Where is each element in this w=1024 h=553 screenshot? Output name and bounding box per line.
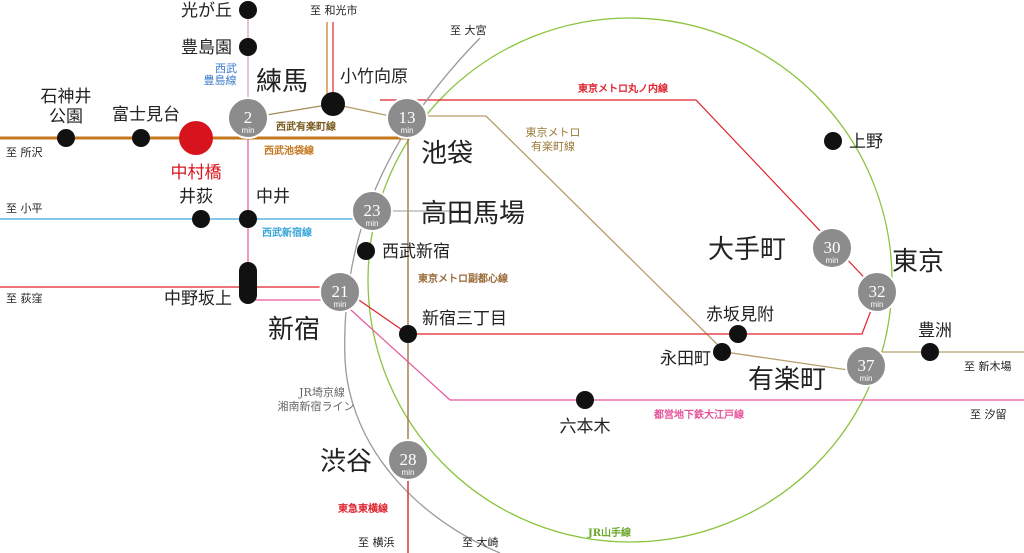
- dir-yokohama: 至 横浜: [358, 535, 395, 549]
- badge-otemachi[interactable]: 30 min: [811, 227, 853, 269]
- station-nagatacho[interactable]: [713, 343, 731, 361]
- badge-ikebukuro[interactable]: 13 min: [386, 97, 428, 139]
- label-yamanote: JR山手線: [587, 526, 631, 539]
- badge-nerima[interactable]: 2 min: [227, 97, 269, 139]
- dir-kodaira: 至 小平: [6, 202, 43, 215]
- station-kotakemukaihara[interactable]: [321, 92, 345, 116]
- label-ueno: 上野: [849, 132, 883, 152]
- badge-takadanobaba[interactable]: 23 min: [351, 190, 393, 232]
- badge-tokyo-min: 32: [869, 282, 886, 301]
- label-shibuya: 渋谷: [320, 447, 372, 477]
- label-saikyo-2: 湘南新宿ライン: [278, 399, 355, 413]
- label-metro-yurakucho-2: 有楽町線: [531, 139, 575, 153]
- label-shinjuku: 新宿: [268, 315, 320, 345]
- badge-shibuya-unit: min: [402, 468, 415, 477]
- label-metro-yurakucho-1: 東京メトロ: [526, 125, 581, 139]
- station-shinjukusanchome[interactable]: [399, 325, 417, 343]
- badge-tokyo[interactable]: 32 min: [856, 271, 898, 313]
- dir-shinkiba: 至 新木場: [964, 359, 1012, 373]
- label-seibu-shinjuku: 西武新宿線: [262, 226, 312, 239]
- oedo-line: [248, 299, 1024, 401]
- badge-shinjuku-min: 21: [332, 282, 349, 301]
- label-yurakucho: 有楽町: [748, 365, 826, 395]
- station-seibushinjuku[interactable]: [357, 242, 375, 260]
- label-fujimidai: 富士見台: [112, 105, 180, 125]
- label-toshimaen: 豊島園: [181, 38, 232, 58]
- label-nakamurabashi: 中村橋: [171, 163, 222, 183]
- station-nakai[interactable]: [239, 210, 257, 228]
- badge-otemachi-min: 30: [824, 238, 841, 257]
- time-badges: 2 min 13 min 23 min 21 min 28 min 30 min: [227, 97, 898, 481]
- badge-nerima-unit: min: [242, 126, 255, 135]
- label-saikyo-1: JR埼京線: [298, 385, 345, 399]
- badge-shinjuku[interactable]: 21 min: [319, 271, 361, 313]
- station-fujimidai[interactable]: [132, 129, 150, 147]
- label-otemachi: 大手町: [708, 235, 786, 265]
- label-shinjukusanchome: 新宿三丁目: [422, 309, 507, 329]
- label-shakujiikoen-2: 公園: [49, 107, 83, 127]
- label-nakanosakaue: 中野坂上: [164, 289, 232, 309]
- label-tokyo: 東京: [892, 247, 944, 277]
- label-ikebukuro: 池袋: [421, 139, 473, 169]
- dir-shiodome: 至 汐留: [970, 407, 1007, 421]
- station-nakanosakaue[interactable]: [239, 262, 257, 304]
- label-seibu-toshima-2: 豊島線: [204, 73, 237, 87]
- label-marunouchi: 東京メトロ丸ノ内線: [578, 82, 668, 95]
- dir-osaki: 至 大崎: [462, 535, 499, 549]
- badge-takadanobaba-unit: min: [366, 219, 379, 228]
- label-seibu-yurakucho: 西武有楽町線: [276, 120, 336, 133]
- badge-yurakucho-unit: min: [860, 374, 873, 383]
- line-labels: 西武 豊島線 西武有楽町線 西武池袋線 西武新宿線 東京メトロ丸ノ内線 東京メト…: [204, 62, 745, 539]
- badge-shibuya[interactable]: 28 min: [387, 439, 429, 481]
- metro-yurakucho-line: [332, 103, 863, 373]
- label-shakujiikoen-1: 石神井: [41, 87, 92, 107]
- badge-tokyo-unit: min: [871, 300, 884, 309]
- station-labels: 光が丘 豊島園 練馬 小竹向原 池袋 石神井 公園 富士見台 中村橋 井荻 中井…: [41, 1, 953, 477]
- badge-shinjuku-unit: min: [334, 300, 347, 309]
- dir-omiya: 至 大宮: [450, 23, 487, 37]
- station-dots: [57, 1, 939, 409]
- label-nerima: 練馬: [256, 67, 308, 97]
- label-igusa: 井荻: [179, 187, 213, 207]
- label-kotakemukaihara: 小竹向原: [340, 67, 408, 87]
- label-nakai: 中井: [256, 187, 290, 207]
- direction-labels: 至 和光市 至 大宮 至 所沢 至 小平 至 荻窪 至 新木場 至 汐留 至 横…: [6, 3, 1012, 549]
- badge-ikebukuro-min: 13: [399, 108, 416, 127]
- label-seibu-toshima-1: 西武: [215, 62, 237, 75]
- label-hikarigaoka: 光が丘: [181, 1, 232, 21]
- dir-tokorozawa: 至 所沢: [6, 145, 43, 159]
- label-toyoko: 東急東横線: [338, 502, 388, 515]
- badge-nerima-min: 2: [244, 108, 253, 127]
- dir-wakoshi: 至 和光市: [310, 3, 358, 17]
- label-oedo: 都営地下鉄大江戸線: [653, 408, 744, 421]
- station-toyosu[interactable]: [921, 343, 939, 361]
- label-toyosu: 豊洲: [918, 321, 952, 341]
- marunouchi-line: [0, 99, 879, 335]
- station-igusa[interactable]: [192, 210, 210, 228]
- station-akasakamitsuke[interactable]: [729, 325, 747, 343]
- label-roppongi: 六本木: [560, 417, 611, 437]
- station-toshimaen[interactable]: [239, 38, 257, 56]
- station-shakujiikoen[interactable]: [57, 129, 75, 147]
- badge-yurakucho[interactable]: 37 min: [845, 345, 887, 387]
- station-roppongi[interactable]: [576, 391, 594, 409]
- station-ueno[interactable]: [824, 132, 842, 150]
- badge-yurakucho-min: 37: [858, 356, 876, 375]
- label-seibu-ikebukuro: 西武池袋線: [264, 144, 314, 157]
- label-seibushinjuku: 西武新宿: [382, 242, 450, 262]
- label-fukutoshin: 東京メトロ副都心線: [418, 272, 508, 285]
- home-station-marker[interactable]: [179, 121, 213, 155]
- badge-otemachi-unit: min: [826, 256, 839, 265]
- badge-shibuya-min: 28: [400, 450, 417, 469]
- badge-takadanobaba-min: 23: [364, 201, 381, 220]
- dir-ogikubo: 至 荻窪: [6, 291, 43, 305]
- label-akasakamitsuke: 赤坂見附: [706, 305, 774, 325]
- badge-ikebukuro-unit: min: [401, 126, 414, 135]
- station-hikarigaoka[interactable]: [239, 1, 257, 19]
- label-nagatacho: 永田町: [660, 349, 711, 369]
- label-takadanobaba: 高田馬場: [421, 199, 525, 229]
